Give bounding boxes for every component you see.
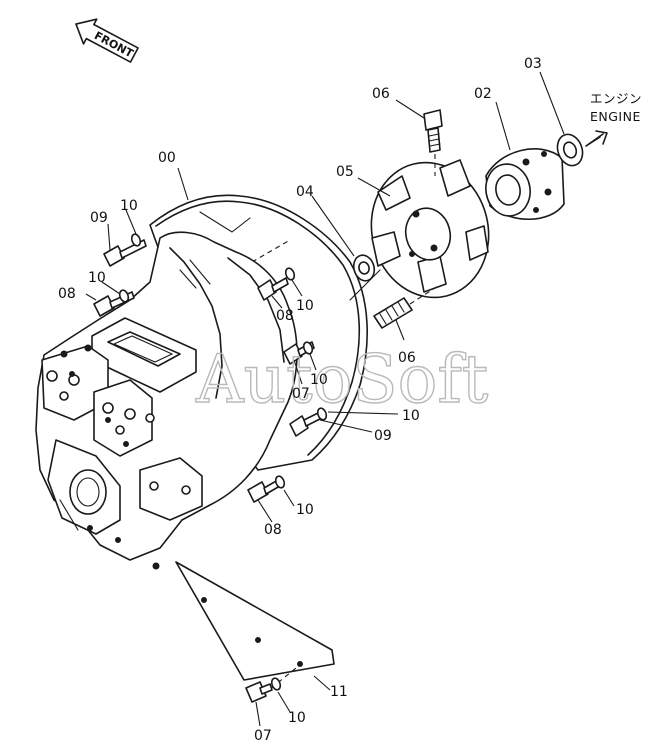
engine-label-en: ENGINE (590, 109, 641, 124)
callout-10-a: 10 (120, 198, 138, 214)
washer-10-e (316, 407, 328, 421)
washer-10-f (274, 475, 286, 489)
callout-07-lower: 07 (254, 728, 272, 744)
cover-plate (175, 561, 335, 695)
leader-lines (85, 71, 565, 727)
callout-10-c: 10 (296, 298, 314, 314)
callouts: 00 02 03 04 05 06 06 07 07 08 08 08 09 0… (58, 56, 542, 744)
socket-screw-top (423, 109, 443, 176)
callout-10-d: 10 (310, 372, 328, 388)
callout-08-left: 08 (58, 286, 76, 302)
set-screw-bottom (373, 285, 439, 329)
callout-10-b: 10 (88, 270, 106, 286)
callout-11: 11 (330, 684, 348, 700)
callout-09-left: 09 (90, 210, 108, 226)
watermark: AutoSoft (195, 341, 488, 418)
callout-02: 02 (474, 86, 492, 102)
washer-10-g (270, 677, 282, 691)
callout-09-right: 09 (374, 428, 392, 444)
pump-body (35, 231, 298, 570)
callout-10-g: 10 (288, 710, 306, 726)
engine-arrow (585, 130, 608, 147)
seal-ring (556, 133, 584, 167)
front-arrow: FRONT (75, 18, 139, 63)
callout-00: 00 (158, 150, 176, 166)
washer-10-d (302, 341, 314, 355)
bolt-08-mid (257, 277, 289, 301)
callout-07-upper: 07 (292, 386, 310, 402)
washer-10-c (284, 267, 296, 281)
coupling-hub (485, 148, 565, 221)
callout-08-bottom: 08 (264, 522, 282, 538)
bolt-08-bottom (247, 479, 281, 503)
coupling-disc (349, 159, 490, 301)
oil-seal (352, 254, 376, 282)
bolt-07-lower (245, 681, 273, 703)
callout-10-e: 10 (402, 408, 420, 424)
callout-04: 04 (296, 184, 314, 200)
callout-10-f: 10 (296, 502, 314, 518)
callout-06-top: 06 (372, 86, 390, 102)
washer-10-a (130, 233, 142, 247)
callout-05: 05 (336, 164, 354, 180)
callout-06-bottom: 06 (398, 350, 416, 366)
callout-08-mid: 08 (276, 308, 294, 324)
engine-label-jp: エンジン (590, 91, 642, 106)
washer-10-b (118, 289, 130, 303)
callout-03: 03 (524, 56, 542, 72)
engine-direction: エンジン ENGINE (585, 91, 642, 147)
